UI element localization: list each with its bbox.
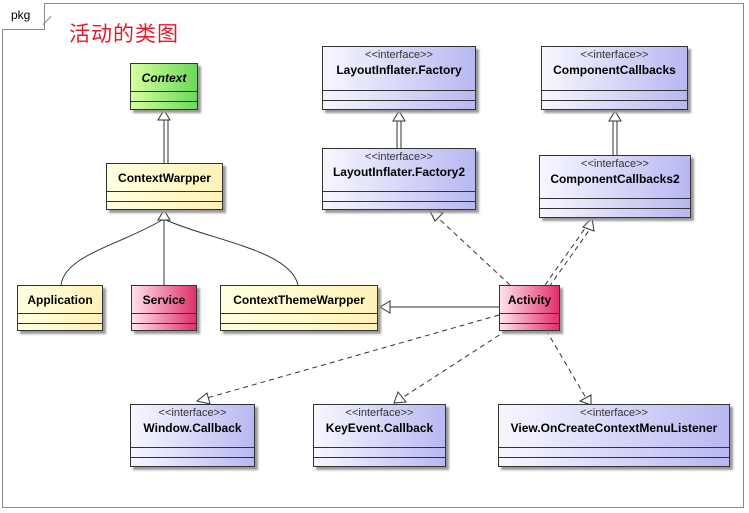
class-contextthemewarpper-name: ContextThemeWarpper: [233, 293, 365, 307]
interface-componentcallbacks[interactable]: <<interface>> ComponentCallbacks: [541, 46, 688, 110]
package-label: pkg: [2, 3, 45, 30]
interface-layoutinflater-factory-name: LayoutInflater.Factory: [336, 63, 462, 77]
interface-keyevent-callback-stereotype: <<interface>>: [345, 407, 414, 419]
class-contextwarpper[interactable]: ContextWarpper: [106, 163, 223, 210]
arrowhead-factory: [392, 110, 406, 122]
edge-activity-implements-keyeventcallback: [401, 329, 508, 399]
edge-activity-implements-windowcallback: [206, 314, 500, 399]
edge-activity-implements-factory2: [435, 215, 511, 286]
interface-window-callback-divider: [131, 457, 254, 458]
class-contextwarpper-divider: [107, 201, 222, 202]
interface-componentcallbacks2[interactable]: <<interface>> ComponentCallbacks2: [539, 155, 691, 218]
interface-componentcallbacks2-divider: [540, 208, 690, 209]
class-application-name: Application: [27, 293, 93, 307]
interface-layoutinflater-factory2-divider: [323, 201, 475, 202]
interface-layoutinflater-factory2-stereotype: <<interface>>: [365, 151, 433, 163]
interface-componentcallbacks-header: <<interface>> ComponentCallbacks: [542, 47, 687, 91]
interface-oncreatecontextmenulistener-header: <<interface>> View.OnCreateContextMenuLi…: [499, 405, 729, 448]
arrowhead-themewarpper: [379, 300, 391, 314]
class-contextthemewarpper[interactable]: ContextThemeWarpper: [220, 285, 378, 331]
class-contextwarpper-header: ContextWarpper: [107, 164, 222, 192]
interface-oncreatecontextmenulistener-stereotype: <<interface>>: [580, 407, 648, 419]
interface-layoutinflater-factory2[interactable]: <<interface>> LayoutInflater.Factory2: [322, 148, 476, 210]
interface-window-callback-header: <<interface>> Window.Callback: [131, 405, 254, 448]
arrowhead-factory2: [428, 208, 444, 222]
interface-layoutinflater-factory-stereotype: <<interface>>: [365, 49, 433, 61]
interface-keyevent-callback-divider: [314, 457, 445, 458]
arrowhead-contextmenu: [578, 394, 592, 406]
class-activity[interactable]: Activity: [499, 285, 560, 331]
interface-window-callback[interactable]: <<interface>> Window.Callback: [130, 404, 255, 467]
arrowhead-callbacks: [608, 110, 622, 122]
edge-activity-implements-callbacks2-parallel: [548, 228, 591, 288]
arrowhead-context: [157, 109, 171, 121]
class-activity-name: Activity: [507, 293, 552, 307]
class-application-header: Application: [18, 286, 102, 314]
class-context-divider: [131, 101, 197, 102]
interface-componentcallbacks-name: ComponentCallbacks: [553, 63, 676, 77]
class-context-name: Context: [141, 71, 187, 85]
class-context[interactable]: Context: [130, 63, 198, 110]
interface-layoutinflater-factory2-header: <<interface>> LayoutInflater.Factory2: [323, 149, 475, 192]
class-service-name: Service: [142, 293, 186, 307]
class-application-divider: [18, 323, 102, 324]
class-context-header: Context: [131, 64, 197, 92]
interface-window-callback-stereotype: <<interface>>: [158, 407, 227, 419]
interface-componentcallbacks-divider: [542, 100, 687, 101]
class-application[interactable]: Application: [17, 285, 103, 331]
package-border: [2, 3, 744, 508]
class-service-divider: [132, 323, 196, 324]
interface-layoutinflater-factory2-name: LayoutInflater.Factory2: [332, 165, 466, 179]
class-activity-header: Activity: [500, 286, 559, 314]
edge-activity-implements-contextmenu: [545, 329, 587, 399]
class-contextwarpper-name: ContextWarpper: [118, 171, 211, 185]
interface-componentcallbacks2-stereotype: <<interface>>: [581, 158, 649, 170]
interface-keyevent-callback-name: KeyEvent.Callback: [325, 421, 434, 435]
class-contextthemewarpper-header: ContextThemeWarpper: [221, 286, 377, 314]
edge-activity-implements-callbacks2: [544, 226, 587, 286]
interface-keyevent-callback-header: <<interface>> KeyEvent.Callback: [314, 405, 445, 448]
interface-componentcallbacks-stereotype: <<interface>>: [580, 49, 649, 61]
class-activity-divider: [500, 323, 559, 324]
arrowhead-contextwarpper: [157, 209, 171, 221]
interface-layoutinflater-factory-divider: [323, 100, 475, 101]
diagram-title: 活动的类图: [69, 22, 179, 46]
arrowhead-keyeventcallback: [393, 390, 407, 404]
interface-layoutinflater-factory-header: <<interface>> LayoutInflater.Factory: [323, 47, 475, 91]
interface-componentcallbacks2-header: <<interface>> ComponentCallbacks2: [540, 156, 690, 199]
class-service-header: Service: [132, 286, 196, 314]
interface-oncreatecontextmenulistener-divider: [499, 457, 729, 458]
edge-themewarpper-extends-contextwarpper: [165, 219, 299, 286]
class-service[interactable]: Service: [131, 285, 197, 331]
interface-layoutinflater-factory[interactable]: <<interface>> LayoutInflater.Factory: [322, 46, 476, 110]
interface-oncreatecontextmenulistener[interactable]: <<interface>> View.OnCreateContextMenuLi…: [498, 404, 730, 467]
interface-oncreatecontextmenulistener-name: View.OnCreateContextMenuListener: [510, 421, 718, 435]
edge-application-extends-contextwarpper: [60, 219, 163, 286]
class-contextthemewarpper-divider: [221, 323, 377, 324]
interface-window-callback-name: Window.Callback: [143, 421, 242, 435]
interface-componentcallbacks2-name: ComponentCallbacks2: [550, 172, 680, 186]
arrowhead-windowcallback: [195, 392, 211, 405]
arrowhead-callbacks2: [582, 216, 595, 232]
interface-keyevent-callback[interactable]: <<interface>> KeyEvent.Callback: [313, 404, 446, 467]
